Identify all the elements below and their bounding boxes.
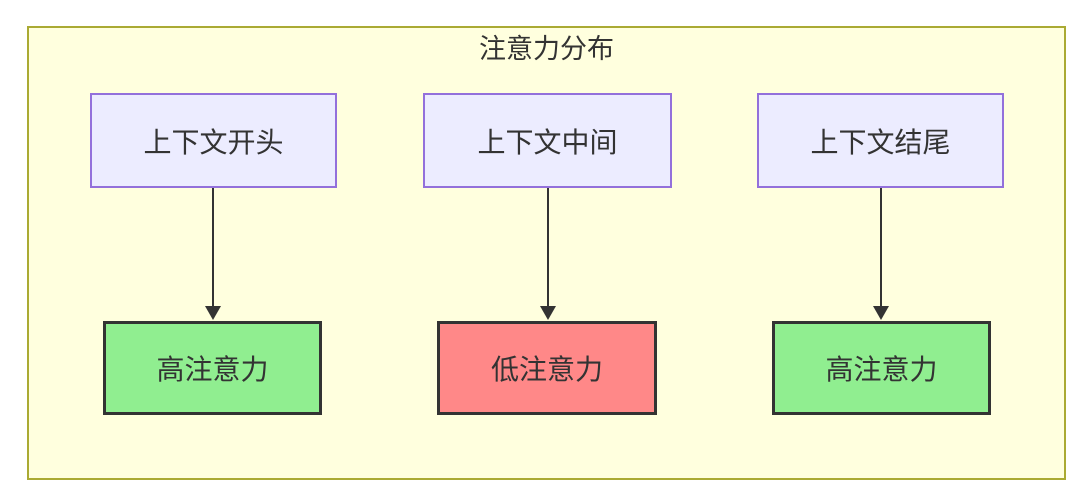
arrow-head-icon xyxy=(873,306,889,320)
node-high-attention-2: 高注意力 xyxy=(772,321,991,415)
arrow-head-icon xyxy=(205,306,221,320)
diagram-title: 注意力分布 xyxy=(479,34,614,65)
arrow-line-3 xyxy=(880,188,882,308)
node-context-beginning: 上下文开头 xyxy=(90,93,337,188)
node-high-attention-1: 高注意力 xyxy=(103,321,322,415)
arrow-line-1 xyxy=(212,188,214,308)
diagram-canvas: 注意力分布 上下文开头 高注意力 上下文中间 低注意力 上下文结尾 高注意力 xyxy=(27,26,1066,480)
node-context-end: 上下文结尾 xyxy=(757,93,1004,188)
node-context-middle: 上下文中间 xyxy=(423,93,672,188)
node-low-attention: 低注意力 xyxy=(437,321,657,415)
arrow-head-icon xyxy=(540,306,556,320)
arrow-line-2 xyxy=(547,188,549,308)
